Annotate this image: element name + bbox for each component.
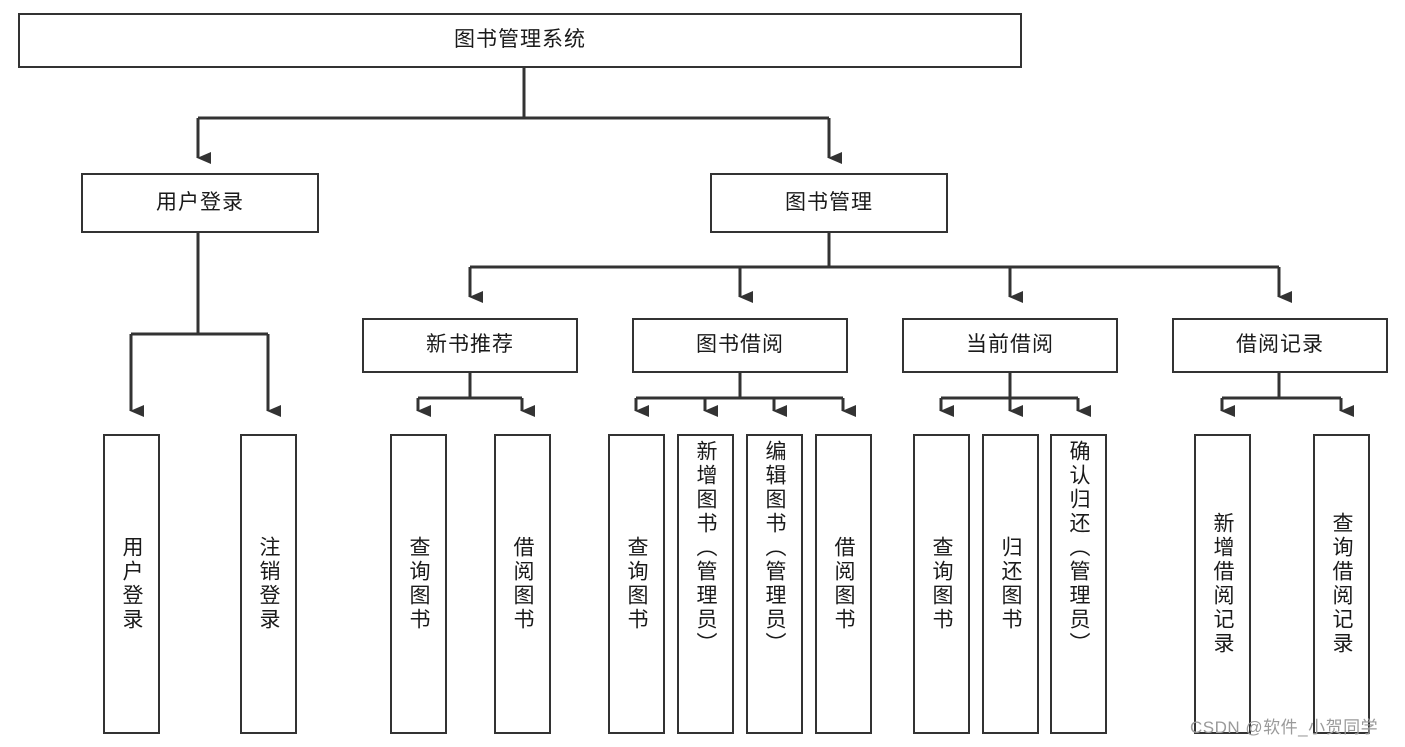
node-user-login-label: 用户登录 [156,190,244,214]
node-book-manage[interactable]: 图书管理 [710,173,948,233]
node-leaf-user-logout[interactable]: 注销登录 [240,434,297,734]
node-leaf-query-book-1-label: 查询图书 [407,536,430,632]
node-leaf-return-book[interactable]: 归还图书 [982,434,1039,734]
node-leaf-user-login-label: 用户登录 [120,536,143,632]
node-borrow-record[interactable]: 借阅记录 [1172,318,1388,373]
node-book-borrow[interactable]: 图书借阅 [632,318,848,373]
node-leaf-edit-book-label: 编辑图书（管理员） [763,440,786,656]
node-leaf-edit-book[interactable]: 编辑图书（管理员） [746,434,803,734]
csdn-watermark: CSDN @软件_小贺同学 [1190,718,1379,737]
node-leaf-borrow-book-2-label: 借阅图书 [832,536,855,632]
node-new-book-rec-label: 新书推荐 [426,333,514,357]
node-root-label: 图书管理系统 [454,28,586,52]
node-leaf-query-record[interactable]: 查询借阅记录 [1313,434,1370,734]
node-new-book-rec[interactable]: 新书推荐 [362,318,578,373]
node-leaf-return-book-label: 归还图书 [999,536,1022,632]
node-leaf-query-book-2-label: 查询图书 [625,536,648,632]
node-leaf-add-book[interactable]: 新增图书（管理员） [677,434,734,734]
node-leaf-borrow-book-1[interactable]: 借阅图书 [494,434,551,734]
node-leaf-add-record-label: 新增借阅记录 [1211,512,1234,656]
node-leaf-add-book-label: 新增图书（管理员） [694,440,717,656]
node-leaf-query-record-label: 查询借阅记录 [1330,512,1353,656]
node-leaf-query-book-3[interactable]: 查询图书 [913,434,970,734]
node-root[interactable]: 图书管理系统 [18,13,1022,68]
node-leaf-query-book-1[interactable]: 查询图书 [390,434,447,734]
node-leaf-borrow-book-2[interactable]: 借阅图书 [815,434,872,734]
node-leaf-query-book-3-label: 查询图书 [930,536,953,632]
node-leaf-confirm-return-label: 确认归还（管理员） [1067,440,1090,656]
node-leaf-confirm-return[interactable]: 确认归还（管理员） [1050,434,1107,734]
node-book-borrow-label: 图书借阅 [696,333,784,357]
node-borrow-record-label: 借阅记录 [1236,333,1324,357]
node-user-login[interactable]: 用户登录 [81,173,319,233]
node-current-borrow[interactable]: 当前借阅 [902,318,1118,373]
node-book-manage-label: 图书管理 [785,190,873,214]
node-leaf-query-book-2[interactable]: 查询图书 [608,434,665,734]
node-leaf-borrow-book-1-label: 借阅图书 [511,536,534,632]
node-leaf-add-record[interactable]: 新增借阅记录 [1194,434,1251,734]
node-current-borrow-label: 当前借阅 [966,333,1054,357]
node-leaf-user-login[interactable]: 用户登录 [103,434,160,734]
node-leaf-user-logout-label: 注销登录 [257,536,280,632]
